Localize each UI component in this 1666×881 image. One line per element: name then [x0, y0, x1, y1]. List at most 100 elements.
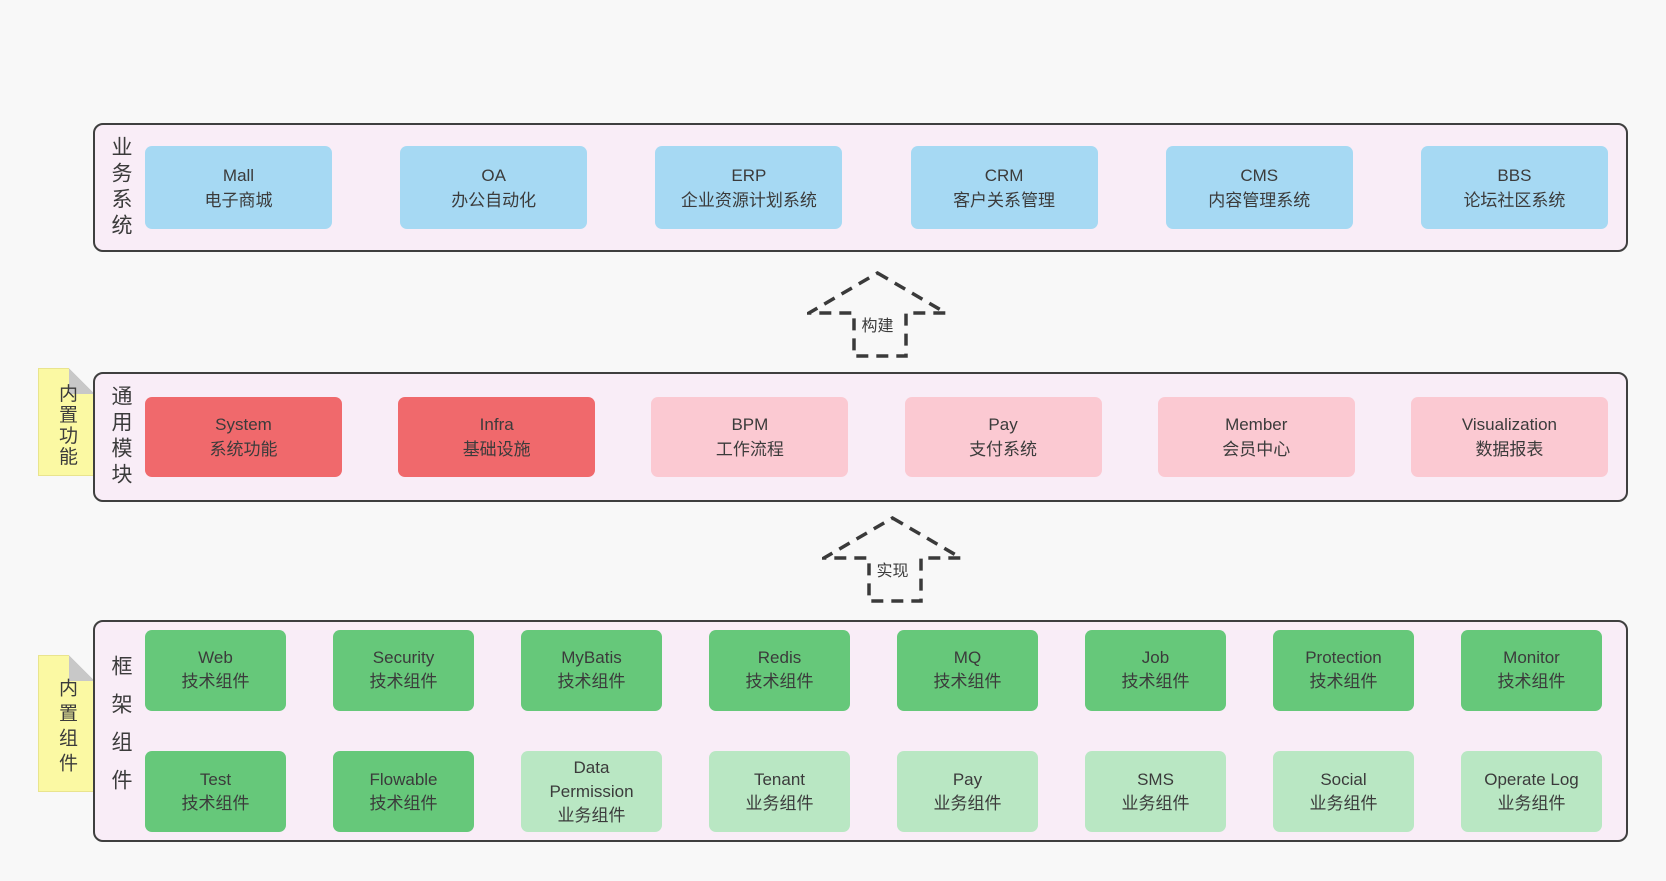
- box-pay-biz: Pay 业务组件: [897, 751, 1038, 833]
- box-flowable: Flowable 技术组件: [333, 751, 474, 833]
- box-subtitle: 业务组件: [1309, 793, 1378, 813]
- box-title: BPM: [731, 415, 769, 434]
- box-tenant: Tenant 业务组件: [709, 751, 850, 833]
- box-subtitle: 系统功能: [209, 440, 278, 459]
- box-bpm: BPM 工作流程: [651, 397, 849, 477]
- box-subtitle: 技术组件: [745, 672, 814, 692]
- box-subtitle: 技术组件: [933, 672, 1002, 692]
- box-protection: Protection 技术组件: [1273, 629, 1414, 711]
- box-title: Member: [1225, 415, 1288, 434]
- box-title: Job: [1141, 648, 1170, 668]
- box-oa: OA 办公自动化: [400, 146, 588, 229]
- box-subtitle: 内容管理系统: [1208, 190, 1311, 210]
- box-social: Social 业务组件: [1273, 751, 1414, 833]
- box-title: Data Permission: [549, 757, 634, 801]
- sticky-label: 内置组件: [56, 677, 77, 778]
- sticky-label: 内置功能: [56, 383, 77, 468]
- layer-title-text: 业务系统: [109, 135, 132, 240]
- box-title: Tenant: [753, 769, 806, 789]
- layer-business-systems: 业务系统 Mall 电子商城 OA 办公自动化 ERP 企业资源计划系统 CRM…: [93, 123, 1628, 252]
- layer-title: 通用模块: [95, 374, 145, 500]
- box-subtitle: 业务组件: [745, 793, 814, 813]
- box-infra: Infra 基础设施: [398, 397, 596, 477]
- box-title: CRM: [984, 165, 1024, 185]
- box-visualization: Visualization 数据报表: [1410, 397, 1608, 477]
- box-member: Member 会员中心: [1157, 397, 1355, 477]
- box-subtitle: 技术组件: [1121, 672, 1190, 692]
- box-subtitle: 技术组件: [181, 672, 250, 692]
- box-mybatis: MyBatis 技术组件: [521, 629, 662, 711]
- box-operate-log: Operate Log 业务组件: [1461, 751, 1602, 833]
- layer-title: 框架组件: [95, 622, 145, 840]
- up-arrow-icon: [822, 515, 963, 603]
- box-subtitle: 工作流程: [715, 440, 784, 459]
- box-title: MQ: [953, 648, 982, 668]
- layer-title: 业务系统: [95, 125, 145, 250]
- box-title: CMS: [1240, 165, 1279, 185]
- box-title: Flowable: [369, 769, 438, 789]
- box-title: Test: [199, 769, 232, 789]
- box-sms: SMS 业务组件: [1085, 751, 1226, 833]
- box-system: System 系统功能: [145, 397, 342, 477]
- box-crm: CRM 客户关系管理: [910, 146, 1098, 229]
- box-data-permission: Data Permission 业务组件: [521, 751, 662, 833]
- box-erp: ERP 企业资源计划系统: [655, 146, 843, 229]
- arrow-label: 实现: [871, 556, 914, 582]
- box-web: Web 技术组件: [145, 629, 286, 711]
- box-title: Pay: [988, 415, 1018, 434]
- box-subtitle: 数据报表: [1475, 440, 1544, 459]
- box-subtitle: 基础设施: [462, 440, 531, 459]
- box-title: Visualization: [1461, 415, 1557, 434]
- box-redis: Redis 技术组件: [709, 629, 850, 711]
- box-pay: Pay 支付系统: [904, 397, 1102, 477]
- box-title: Web: [198, 648, 233, 668]
- box-title: Operate Log: [1484, 769, 1579, 789]
- layer-common-modules: 通用模块 System 系统功能 Infra 基础设施 BPM 工作流程 Pay…: [93, 372, 1628, 502]
- box-test: Test 技术组件: [145, 751, 286, 833]
- box-mall: Mall 电子商城: [145, 146, 332, 229]
- box-row: System 系统功能 Infra 基础设施 BPM 工作流程 Pay 支付系统…: [145, 374, 1608, 500]
- layer-framework-components: 框架组件 Web 技术组件 Security 技术组件 MyBatis 技术组件…: [93, 620, 1628, 842]
- box-subtitle: 支付系统: [969, 440, 1038, 459]
- box-subtitle: 业务组件: [1121, 793, 1190, 813]
- box-title: Mall: [222, 165, 255, 185]
- box-row: Test 技术组件 Flowable 技术组件 Data Permission …: [145, 744, 1602, 841]
- box-subtitle: 会员中心: [1222, 440, 1291, 459]
- box-subtitle: 企业资源计划系统: [680, 190, 817, 210]
- box-subtitle: 技术组件: [369, 672, 438, 692]
- box-subtitle: 技术组件: [181, 793, 250, 813]
- box-title: ERP: [731, 165, 767, 185]
- box-subtitle: 论坛社区系统: [1463, 190, 1566, 210]
- box-subtitle: 办公自动化: [451, 190, 537, 210]
- box-title: BBS: [1497, 165, 1532, 185]
- arrow-label: 构建: [856, 311, 899, 337]
- box-subtitle: 技术组件: [1497, 672, 1566, 692]
- box-row: Web 技术组件 Security 技术组件 MyBatis 技术组件 Redi…: [145, 622, 1602, 719]
- sticky-note-built-in-features: 内置功能: [38, 368, 95, 476]
- box-title: Security: [372, 648, 435, 668]
- box-subtitle: 技术组件: [369, 793, 438, 813]
- box-title: Redis: [757, 648, 802, 668]
- box-title: MyBatis: [561, 648, 622, 668]
- box-row: Mall 电子商城 OA 办公自动化 ERP 企业资源计划系统 CRM 客户关系…: [145, 125, 1608, 250]
- box-title: Protection: [1305, 648, 1382, 668]
- box-title: Pay: [952, 769, 983, 789]
- folded-corner: [69, 368, 95, 394]
- folded-corner: [69, 655, 95, 681]
- box-title: System: [215, 415, 272, 434]
- box-subtitle: 业务组件: [557, 805, 626, 825]
- box-mq: MQ 技术组件: [897, 629, 1038, 711]
- box-job: Job 技术组件: [1085, 629, 1226, 711]
- box-cms: CMS 内容管理系统: [1165, 146, 1353, 229]
- arrow-build: 构建: [807, 270, 948, 360]
- box-subtitle: 业务组件: [1497, 793, 1566, 813]
- layer-title-text: 框架组件: [109, 655, 132, 807]
- box-bbs: BBS 论坛社区系统: [1420, 146, 1608, 229]
- layer-title-text: 通用模块: [109, 385, 132, 489]
- box-title: Social: [1320, 769, 1367, 789]
- arrow-implement: 实现: [822, 515, 963, 605]
- sticky-note-built-in-components: 内置组件: [38, 655, 95, 792]
- box-rows: Web 技术组件 Security 技术组件 MyBatis 技术组件 Redi…: [145, 622, 1602, 840]
- box-monitor: Monitor 技术组件: [1461, 629, 1602, 711]
